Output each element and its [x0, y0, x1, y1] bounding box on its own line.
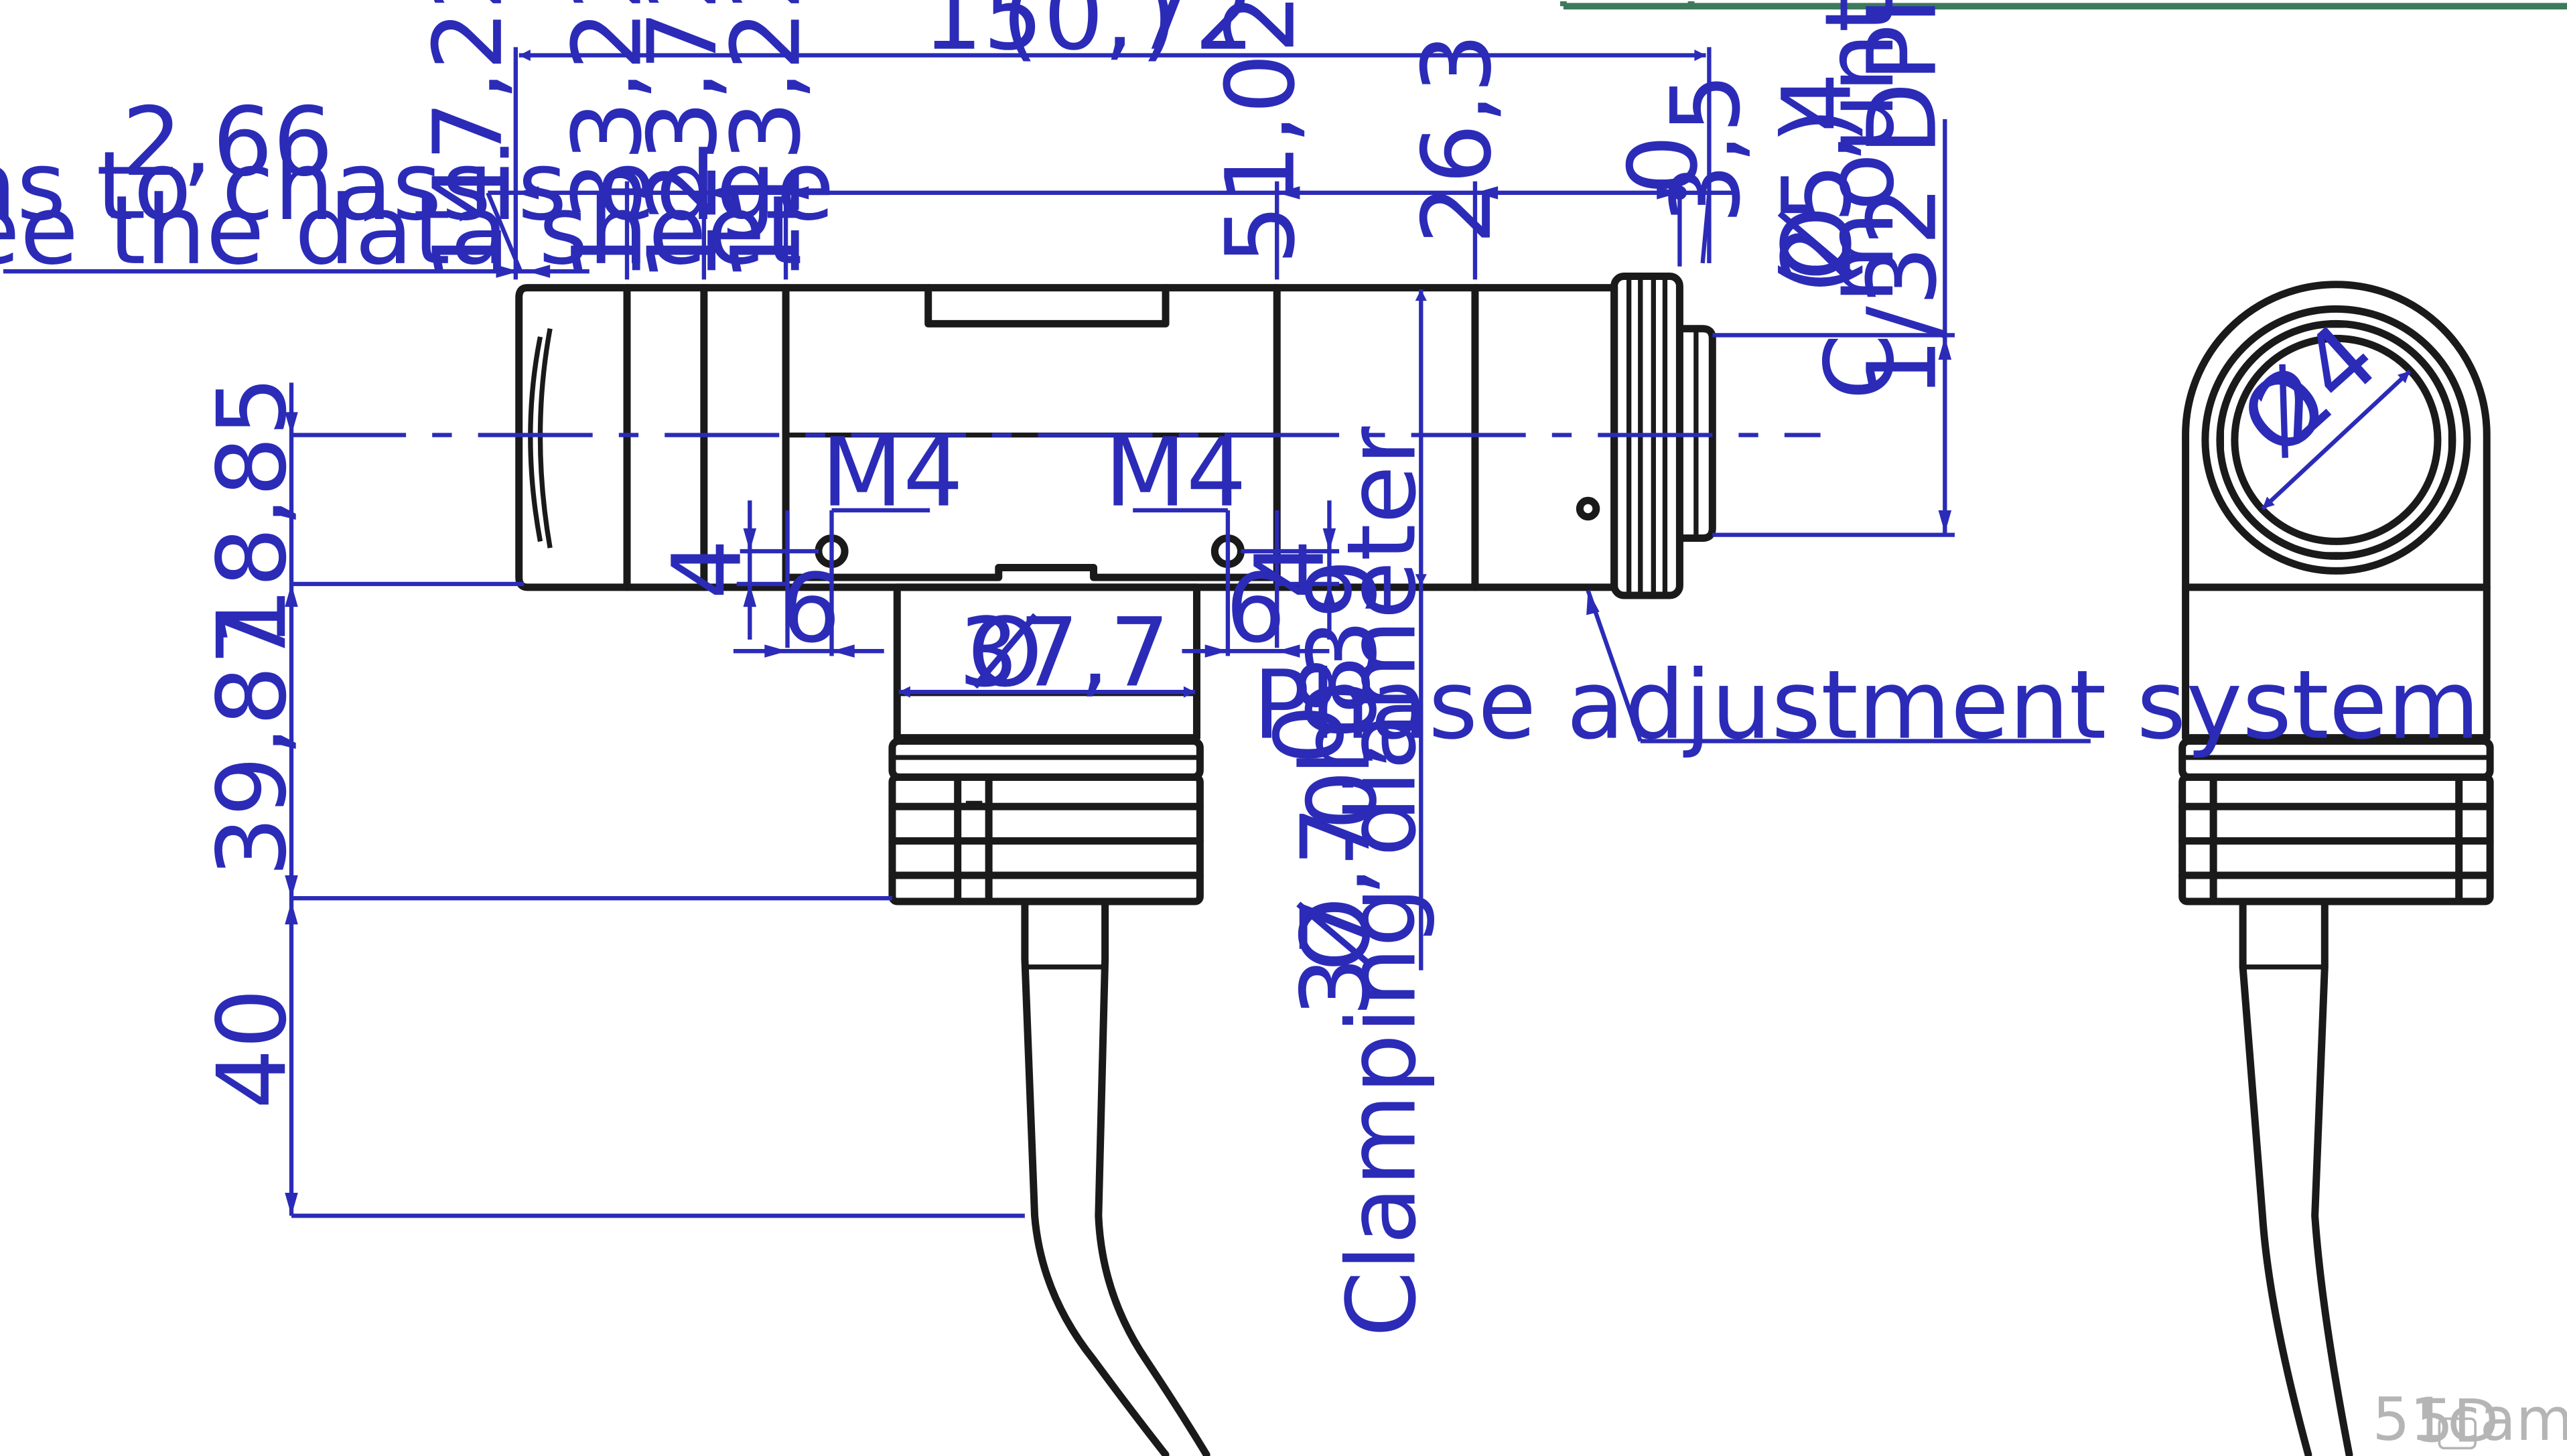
diameter-symbol-37-7: Ø	[968, 597, 1043, 708]
label-overall-length: 150,72	[922, 0, 1255, 72]
mount-label-group: ( Ø 25,4 ) C mount 1/32 DPI	[1762, 0, 1958, 400]
mount-diameter-symbol: Ø	[1762, 206, 1873, 281]
label-clamping-spec: 37,7 h8	[1281, 655, 1391, 1017]
label-m4-right: M4	[1104, 418, 1246, 528]
paren-close: )	[1141, 0, 1178, 72]
cable	[1021, 897, 1210, 1456]
label-123-72: 123,72	[628, 0, 738, 282]
label-phase-adjustment: Phase adjustment system	[1253, 650, 2480, 761]
label-hole-6-right: 6	[1225, 553, 1286, 664]
mount-paren-open: (	[1762, 258, 1873, 295]
label-51-02: 51,02	[1206, 0, 1316, 265]
label-lens-note-1: from lens to chassis edge	[0, 131, 835, 242]
label-mount-line-2: 1/32 DPI	[1848, 0, 1958, 398]
clamping-label-group: Ø 37,7 h8 0 -0,039 Clamping diameter	[1255, 426, 1438, 1337]
front-housing-outline	[2182, 281, 2491, 591]
label-39-87: 39,87	[197, 605, 307, 877]
label-m4-left: M4	[821, 418, 963, 528]
label-mount-diameter: 25,4	[1762, 72, 1873, 284]
label-hole-4-right: 4	[1235, 539, 1346, 599]
watermark-text: 51camera	[2373, 1385, 2567, 1454]
label-clamping-diameter: Clamping diameter	[1327, 426, 1438, 1337]
front-ring-outer	[2201, 305, 2471, 575]
label-diameter-37-7: 37,7	[959, 597, 1170, 708]
dimension-labels: 150,72 ( ) 147,22 133,22 123,72 113,22 5…	[0, 0, 2480, 1337]
watermark-logo: 5D 51camera	[2373, 1385, 2567, 1455]
label-26-3: 26,3	[1402, 33, 1513, 244]
label-113-22: 113,22	[711, 0, 822, 282]
label-147-22: 147,22	[413, 0, 524, 282]
svg-text:5D: 5D	[2416, 1387, 2499, 1456]
dimension-lines	[3, 47, 2412, 1218]
label-133-22: 133,22	[553, 0, 663, 282]
label-mount-line-1: C mount	[1805, 0, 1915, 400]
label-hole-6-left: 6	[780, 553, 841, 664]
side-view	[291, 272, 1821, 1456]
label-lens-offset: 2,66	[122, 87, 334, 198]
mount-paren-close: )	[1762, 107, 1873, 144]
label-18-85: 18,85	[197, 376, 307, 648]
label-tolerance-upper: 0	[1255, 705, 1365, 765]
front-view	[2178, 281, 2494, 1456]
paren-open: (	[1001, 0, 1038, 72]
connector-fins	[888, 737, 1204, 905]
label-hole-4-left: 4	[652, 539, 763, 599]
label-0: 0	[1608, 135, 1719, 195]
lens-opening	[2231, 334, 2442, 545]
clamping-diameter-symbol: Ø	[1281, 897, 1391, 972]
label-3-5: 3,5	[1651, 73, 1761, 224]
front-cable	[2239, 897, 2312, 1456]
label-40: 40	[197, 989, 307, 1109]
title-block-fragment	[1560, 1, 2567, 10]
label-tolerance-lower: -0,039	[1288, 559, 1398, 865]
label-lens-note-2: WD : see the data sheet	[0, 175, 803, 286]
